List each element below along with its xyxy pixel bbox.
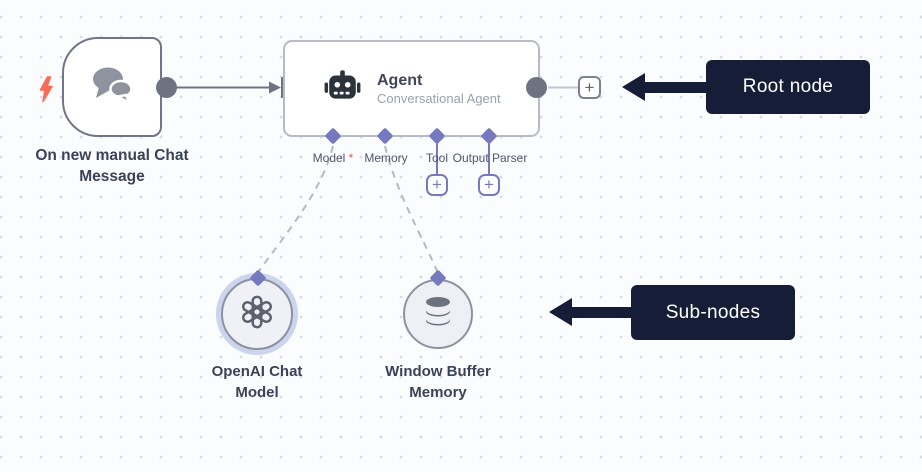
plus-icon: + — [484, 175, 494, 194]
buffer-memory-node-label: Window Buffer Memory — [385, 363, 491, 401]
root-callout-arrow-icon — [622, 73, 645, 101]
trigger-node-label: On new manual Chat Message — [35, 147, 189, 185]
agent-node-title: Agent — [377, 71, 423, 89]
plus-icon: + — [432, 175, 442, 194]
agent-node-subtitle: Conversational Agent — [377, 90, 501, 106]
openai-node-label: OpenAI Chat Model — [211, 363, 303, 401]
add-node-button[interactable]: + — [578, 76, 601, 99]
root-node-callout: Root node — [706, 60, 870, 114]
memory-port-label: Memory — [364, 151, 408, 165]
chat-trigger-node[interactable] — [62, 37, 162, 137]
root-callout-arrow-shaft — [644, 82, 706, 93]
agent-output-port[interactable] — [526, 77, 547, 98]
output-parser-port-label: Output Parser — [452, 151, 528, 165]
tool-port-label: Tool — [425, 151, 449, 165]
required-asterisk: * — [348, 151, 354, 165]
agent-node[interactable]: Agent Conversational Agent — [283, 40, 540, 137]
add-tool-button[interactable]: + — [426, 174, 448, 196]
sub-nodes-callout: Sub-nodes — [631, 285, 795, 340]
window-buffer-memory-node[interactable] — [403, 279, 473, 349]
edge-arrowhead-icon — [269, 81, 281, 94]
openai-logo-icon — [238, 293, 276, 336]
sub-callout-arrow-icon — [549, 298, 572, 326]
agent-node-text: Agent Conversational Agent — [377, 71, 501, 107]
add-output-parser-button[interactable]: + — [478, 174, 500, 196]
model-port-label: Model * — [312, 151, 354, 165]
openai-chat-model-node[interactable] — [221, 278, 293, 350]
sub-callout-arrow-shaft — [571, 307, 631, 318]
trigger-output-port[interactable] — [156, 77, 177, 98]
trigger-bolt-icon — [38, 76, 54, 108]
chat-bubbles-icon — [88, 64, 136, 111]
database-icon — [423, 296, 453, 333]
plus-icon: + — [584, 78, 595, 97]
robot-icon — [324, 68, 361, 110]
